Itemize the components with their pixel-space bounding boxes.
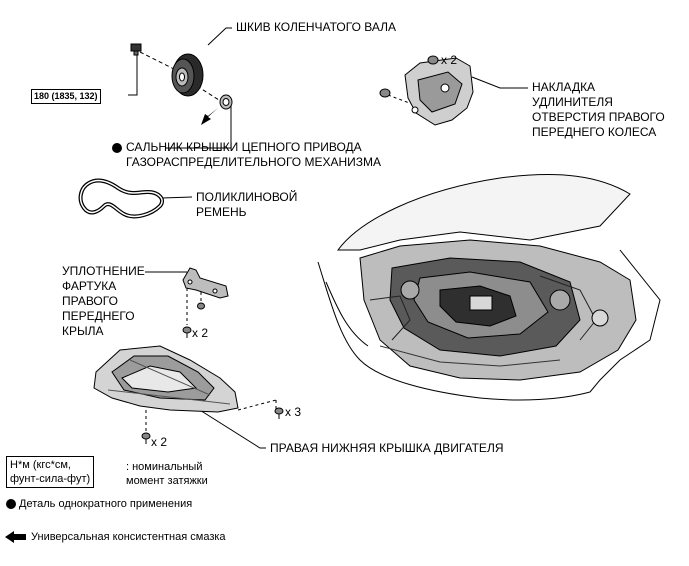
label-belt-line1: ПОЛИКЛИНОВОЙ: [196, 190, 298, 204]
label-wheel-liner-line4: ПЕРЕДНЕГО КОЛЕСА: [532, 125, 657, 139]
liner-screw-top: [427, 55, 439, 65]
label-fender-seal-line5: КРЫЛА: [62, 324, 104, 338]
fender-seal-screw: [182, 302, 205, 338]
legend-unit-desc-line1: : номинальный: [126, 461, 203, 473]
label-fender-seal-line3: ПРАВОГО: [62, 294, 118, 308]
legend-unit-desc: : номинальный момент затяжки: [126, 460, 208, 488]
legend-unit-line1: Н*м (кгс*см,: [10, 459, 71, 471]
cover-clip-right: [274, 407, 284, 419]
label-belt-line2: РЕМЕНЬ: [196, 205, 247, 219]
single-use-icon-seal: [112, 143, 122, 153]
cover-clip-bottom: [141, 432, 151, 444]
crank-bolt: [130, 43, 142, 56]
qty-seal-screws: x 2: [192, 326, 209, 340]
label-wheel-liner-line2: УДЛИНИТЕЛЯ: [532, 95, 613, 109]
dashed-liner-screw-left: [387, 94, 413, 105]
poly-v-belt: [78, 178, 165, 219]
label-fender-seal-line4: ПЕРЕДНЕГО: [62, 309, 135, 323]
crankshaft-pulley: [171, 53, 204, 97]
label-fender-seal-line1: УПЛОТНЕНИЕ: [62, 264, 145, 278]
label-wheel-liner-line3: ОТВЕРСТИЯ ПРАВОГО: [532, 110, 665, 124]
qty-liner-screws: x 2: [441, 53, 458, 67]
engine-under-cover: [93, 345, 239, 413]
legend-unit-line2: фунт-сила-фут): [10, 473, 91, 485]
leader-wheel-liner: [471, 76, 528, 89]
legend-unit-box: Н*м (кгс*см, фунт-сила-фут): [6, 456, 95, 488]
single-use-legend-icon: [6, 499, 16, 509]
legend-unit-desc-line2: момент затяжки: [126, 475, 208, 487]
grease-legend-icon: [5, 531, 26, 543]
legend-grease: Универсальная консистентная смазка: [31, 531, 226, 543]
leader-oil-seal: [166, 106, 232, 149]
label-wheel-liner: НАКЛАДКА УДЛИНИТЕЛЯ ОТВЕРСТИЯ ПРАВОГО ПЕ…: [532, 80, 665, 140]
legend-single-use: Деталь однократного применения: [19, 498, 193, 510]
leader-belt: [161, 196, 193, 199]
label-crank-pulley: ШКИВ КОЛЕНЧАТОГО ВАЛА: [236, 20, 396, 34]
liner-screw-left: [379, 88, 391, 98]
fender-seal-bracket: [182, 267, 229, 299]
oil-seal: [219, 94, 233, 110]
dashed-seal-axis: [196, 85, 223, 103]
label-fender-seal: УПЛОТНЕНИЕ ФАРТУКА ПРАВОГО ПЕРЕДНЕГО КРЫ…: [62, 264, 145, 339]
vehicle-engine-bay: [317, 174, 661, 401]
label-wheel-liner-line1: НАКЛАДКА: [532, 80, 596, 94]
label-engine-cover: ПРАВАЯ НИЖНЯЯ КРЫШКА ДВИГАТЕЛЯ: [270, 441, 504, 455]
label-belt: ПОЛИКЛИНОВОЙ РЕМЕНЬ: [196, 190, 297, 220]
label-oil-seal: САЛЬНИК КРЫШКИ ЦЕПНОГО ПРИВОДА ГАЗОРАСПР…: [126, 140, 381, 170]
label-fender-seal-line2: ФАРТУКА: [62, 279, 117, 293]
label-oil-seal-line1: САЛЬНИК КРЫШКИ ЦЕПНОГО ПРИВОДА: [126, 140, 362, 154]
leader-engine-cover: [194, 406, 266, 449]
dashed-cover-clip-right: [237, 399, 277, 411]
leader-crank-pulley: [207, 27, 232, 46]
grease-arrow: [201, 108, 218, 125]
torque-spec-box: 180 (1835, 132): [31, 89, 101, 104]
qty-cover-clips-bottom: x 2: [151, 435, 168, 449]
wheel-liner: [404, 57, 474, 126]
qty-cover-clips-right: x 3: [285, 405, 302, 419]
label-oil-seal-line2: ГАЗОРАСПРЕДЕЛИТЕЛЬНОГО МЕХАНИЗМА: [126, 155, 382, 169]
leader-torque-bolt: [128, 55, 138, 96]
